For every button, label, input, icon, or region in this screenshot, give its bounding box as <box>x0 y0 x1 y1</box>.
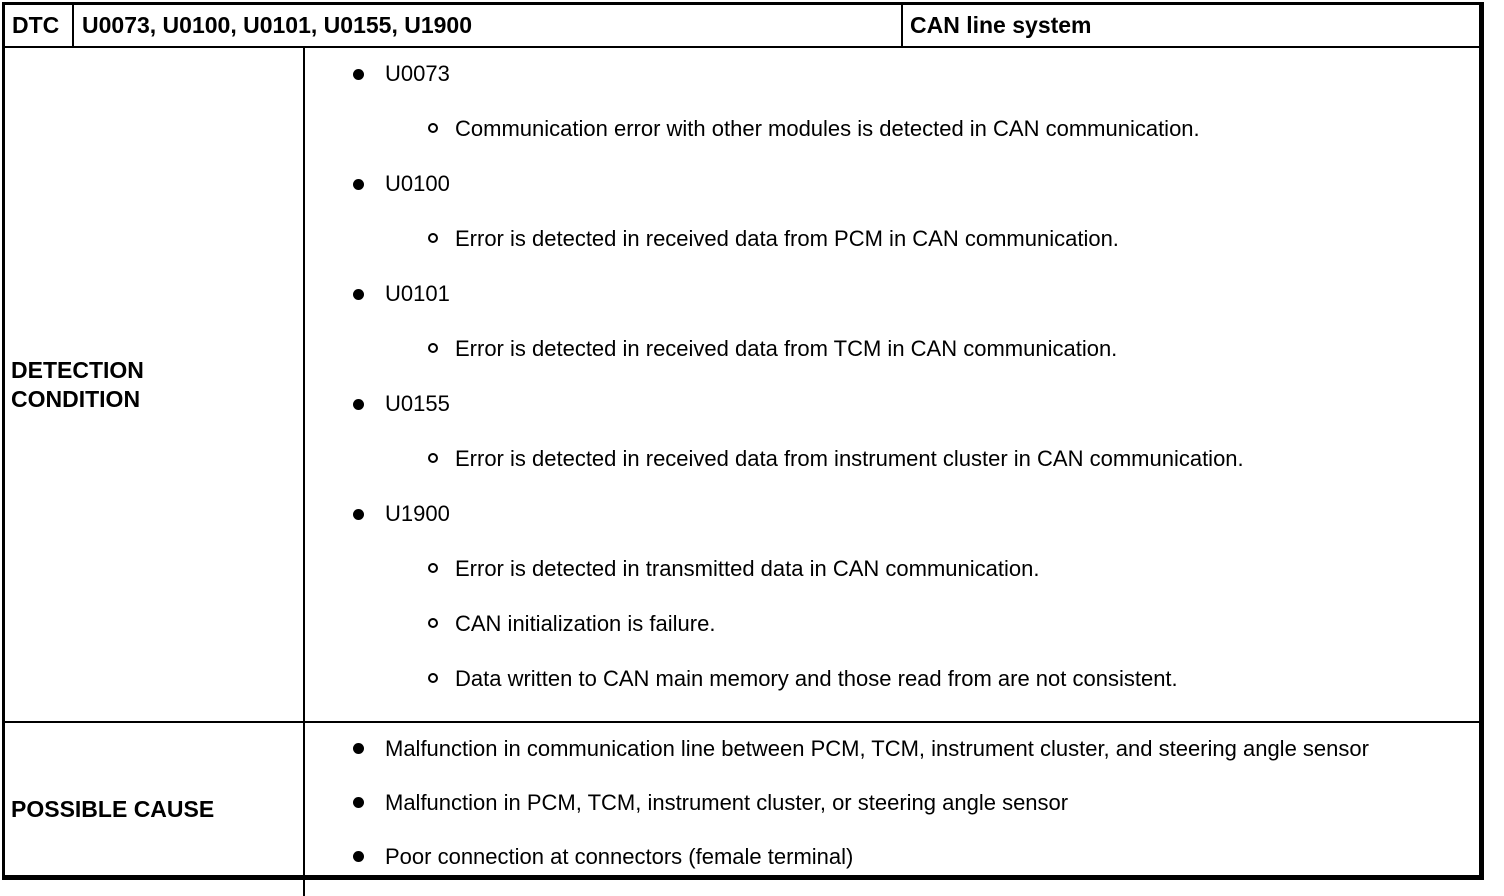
detection-code-text: U0100 <box>385 171 450 196</box>
cause-text: Poor connection at connectors (female te… <box>385 844 854 869</box>
detection-sub-item: Communication error with other modules i… <box>305 116 1459 142</box>
bullet-open-icon <box>428 123 438 133</box>
possible-cause-row: POSSIBLE CAUSE Malfunction in communicat… <box>5 723 1479 896</box>
bullet-filled-icon <box>353 179 364 190</box>
detection-condition-label-cell: DETECTION CONDITION <box>5 48 305 721</box>
bullet-filled-icon <box>353 509 364 520</box>
bullet-open-icon <box>428 618 438 628</box>
header-row: DTC U0073, U0100, U0101, U0155, U1900 CA… <box>5 5 1479 48</box>
detection-sub-text: Error is detected in received data from … <box>455 336 1118 361</box>
cause-text: Malfunction in communication line betwee… <box>385 736 1369 761</box>
detection-sub-item: Error is detected in received data from … <box>305 446 1459 472</box>
bullet-filled-icon <box>353 797 364 808</box>
cause-item: Poor connection at connectors (female te… <box>305 842 1459 871</box>
bullet-open-icon <box>428 233 438 243</box>
detection-sub-item: Error is detected in received data from … <box>305 336 1459 362</box>
possible-cause-label-cell: POSSIBLE CAUSE <box>5 723 305 896</box>
bullet-filled-icon <box>353 851 364 862</box>
cause-item: Malfunction in communication line betwee… <box>305 734 1459 763</box>
detection-code-text: U0155 <box>385 391 450 416</box>
detection-code-text: U0073 <box>385 61 450 86</box>
detection-sub-item: CAN initialization is failure. <box>305 611 1459 637</box>
detection-sub-item: Data written to CAN main memory and thos… <box>305 666 1459 692</box>
system-name: CAN line system <box>910 12 1092 38</box>
possible-cause-label: POSSIBLE CAUSE <box>11 796 215 822</box>
detection-sub-text: Error is detected in received data from … <box>455 226 1119 251</box>
detection-sub-item: Error is detected in received data from … <box>305 226 1459 252</box>
bullet-filled-icon <box>353 743 364 754</box>
detection-sub-item: Error is detected in transmitted data in… <box>305 556 1459 582</box>
bullet-open-icon <box>428 563 438 573</box>
bullet-filled-icon <box>353 399 364 410</box>
bullet-open-icon <box>428 673 438 683</box>
bullet-filled-icon <box>353 289 364 300</box>
cause-text: Malfunction in PCM, TCM, instrument clus… <box>385 790 1069 815</box>
dtc-codes: U0073, U0100, U0101, U0155, U1900 <box>82 12 473 38</box>
detection-code-item: U1900 <box>305 501 1459 527</box>
detection-sub-text: CAN initialization is failure. <box>455 611 716 636</box>
system-name-cell: CAN line system <box>903 5 1479 46</box>
detection-code-item: U0155 <box>305 391 1459 417</box>
detection-code-text: U0101 <box>385 281 450 306</box>
detection-sub-text: Error is detected in transmitted data in… <box>455 556 1040 581</box>
cause-item: Malfunction in PCM, TCM, instrument clus… <box>305 788 1459 817</box>
bullet-filled-icon <box>353 69 364 80</box>
detection-code-item: U0101 <box>305 281 1459 307</box>
detection-sub-text: Communication error with other modules i… <box>455 116 1200 141</box>
cause-list: Malfunction in communication line betwee… <box>305 734 1459 871</box>
dtc-label: DTC <box>12 12 60 38</box>
dtc-label-cell: DTC <box>5 5 74 46</box>
detection-sub-text: Data written to CAN main memory and thos… <box>455 666 1178 691</box>
possible-cause-content: Malfunction in communication line betwee… <box>305 723 1479 896</box>
detection-code-item: U0100 <box>305 171 1459 197</box>
bullet-open-icon <box>428 343 438 353</box>
detection-code-text: U1900 <box>385 501 450 526</box>
detection-sub-text: Error is detected in received data from … <box>455 446 1244 471</box>
detection-code-item: U0073 <box>305 61 1459 87</box>
detection-condition-label: DETECTION CONDITION <box>11 356 144 412</box>
dtc-codes-cell: U0073, U0100, U0101, U0155, U1900 <box>74 5 903 46</box>
bullet-open-icon <box>428 453 438 463</box>
